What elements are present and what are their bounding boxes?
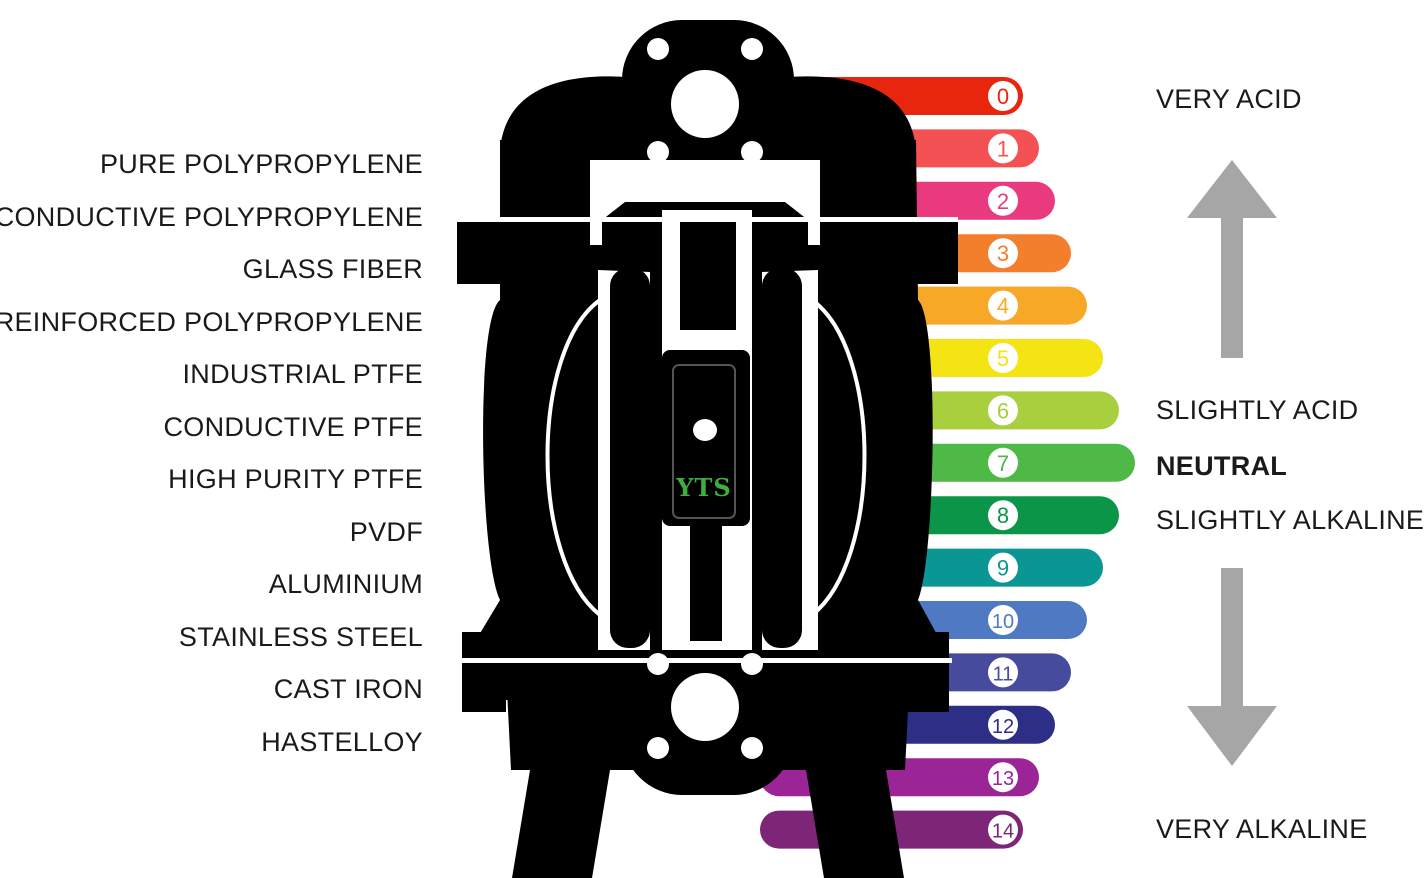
ph-value-badge [988, 395, 1018, 426]
acid-direction-arrow [1187, 160, 1277, 358]
alkaline-direction-arrow [1187, 568, 1277, 766]
ph-value-badge [988, 605, 1018, 635]
ph-value-label: 13 [992, 768, 1014, 790]
material-label-aluminium: ALUMINIUM [268, 569, 423, 599]
ph-value-label: 6 [997, 398, 1009, 423]
ph-value-label: 0 [997, 84, 1009, 109]
ph-value-badge [988, 185, 1018, 216]
ph-value-label: 5 [997, 346, 1009, 371]
scale-label-very-alkaline: VERY ALKALINE [1156, 814, 1368, 844]
material-label-pvdf: PVDF [349, 517, 423, 547]
ph-value-badge [988, 133, 1018, 164]
ph-value-badge [988, 447, 1018, 478]
ph-value-badge [988, 709, 1018, 740]
ph-value-badge [988, 500, 1018, 531]
ph-value-label: 9 [997, 556, 1009, 581]
material-label-hastelloy: HASTELLOY [261, 727, 423, 757]
ph-value-label: 1 [997, 136, 1009, 161]
ph-value-label: 3 [997, 241, 1009, 266]
material-label-glass-fiber: GLASS FIBER [242, 254, 423, 284]
material-label-stainless-steel: STAINLESS STEEL [178, 622, 423, 652]
scale-label-neutral: NEUTRAL [1156, 451, 1288, 481]
ph-value-badge [988, 290, 1018, 321]
ph-value-badge [988, 762, 1018, 793]
ph-value-badge [988, 238, 1018, 269]
ph-value-label: 10 [992, 611, 1014, 633]
ph-value-badge [988, 81, 1018, 111]
ph-value-label: 4 [997, 294, 1009, 319]
ph-value-label: 11 [993, 663, 1014, 685]
scale-label-slightly-alkaline: SLIGHTLY ALKALINE [1156, 505, 1425, 535]
ph-value-badge [988, 552, 1018, 583]
scale-label-slightly-acid: SLIGHTLY ACID [1156, 395, 1359, 425]
material-label-high-purity-ptfe: HIGH PURITY PTFE [168, 464, 423, 494]
material-label-conductive-polypropylene: CONDUCTIVE POLYPROPYLENE [0, 202, 423, 232]
material-label-cast-iron: CAST IRON [273, 674, 423, 704]
yts-logo: YTS [676, 473, 732, 502]
ph-value-label: 8 [997, 503, 1009, 528]
ph-value-label: 12 [992, 716, 1014, 738]
ph-value-label: 14 [992, 821, 1014, 843]
scale-label-very-acid: VERY ACID [1156, 84, 1302, 114]
ph-value-badge [988, 814, 1018, 845]
material-label-industrial-ptfe: INDUSTRIAL PTFE [182, 359, 423, 389]
material-label-pure-polypropylene: PURE POLYPROPYLENE [99, 149, 423, 179]
ph-value-badge [988, 657, 1018, 688]
material-label-conductive-ptfe: CONDUCTIVE PTFE [163, 412, 423, 442]
ph-value-badge [988, 343, 1018, 373]
material-label-reinforced-polypropylene: REINFORCED POLYPROPYLENE [0, 307, 423, 337]
ph-value-label: 2 [997, 189, 1009, 214]
ph-value-label: 7 [997, 451, 1009, 476]
